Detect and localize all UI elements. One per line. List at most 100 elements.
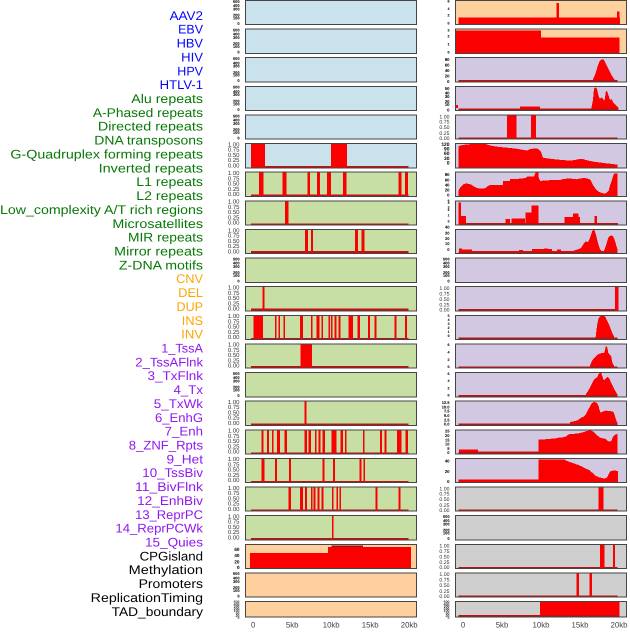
svg-text:300: 300 xyxy=(444,605,450,609)
svg-text:500: 500 xyxy=(233,85,240,90)
svg-text:AAV2: AAV2 xyxy=(170,9,203,23)
svg-text:400: 400 xyxy=(233,60,240,65)
svg-text:0.75: 0.75 xyxy=(228,233,240,240)
svg-text:3: 3 xyxy=(448,206,450,210)
svg-text:200: 200 xyxy=(233,270,240,275)
svg-text:20: 20 xyxy=(445,433,450,438)
svg-text:500: 500 xyxy=(443,256,450,261)
svg-text:Inverted repeats: Inverted repeats xyxy=(99,161,203,175)
svg-text:0.00: 0.00 xyxy=(228,220,240,227)
svg-text:500: 500 xyxy=(233,0,240,4)
svg-text:200: 200 xyxy=(233,98,240,103)
svg-text:30: 30 xyxy=(444,156,450,162)
svg-text:500: 500 xyxy=(233,56,240,61)
svg-text:400: 400 xyxy=(443,518,450,523)
svg-text:Microsatellites: Microsatellites xyxy=(112,217,203,231)
svg-text:1.00: 1.00 xyxy=(228,285,240,292)
svg-text:100: 100 xyxy=(233,273,240,278)
svg-text:14_ReprPCWk: 14_ReprPCWk xyxy=(115,522,203,536)
svg-text:100: 100 xyxy=(444,609,450,613)
svg-text:0.25: 0.25 xyxy=(228,529,240,536)
svg-text:15kb: 15kb xyxy=(362,621,380,630)
svg-text:500: 500 xyxy=(233,256,240,261)
svg-text:200: 200 xyxy=(233,13,240,18)
svg-text:1: 1 xyxy=(448,330,450,334)
svg-text:0: 0 xyxy=(448,219,450,223)
svg-text:2: 2 xyxy=(448,14,450,18)
svg-text:0.25: 0.25 xyxy=(228,329,240,336)
svg-text:3: 3 xyxy=(448,28,450,32)
svg-text:40: 40 xyxy=(445,459,450,464)
svg-text:0.00: 0.00 xyxy=(228,506,240,513)
svg-text:0: 0 xyxy=(447,247,450,252)
svg-text:400: 400 xyxy=(233,60,240,65)
svg-text:40: 40 xyxy=(445,224,450,229)
svg-text:2: 2 xyxy=(448,326,450,330)
svg-text:60: 60 xyxy=(445,177,450,182)
svg-text:0.25: 0.25 xyxy=(228,443,240,450)
svg-text:60: 60 xyxy=(445,62,450,67)
svg-text:20: 20 xyxy=(234,559,240,564)
svg-text:3: 3 xyxy=(448,322,450,326)
svg-text:1.00: 1.00 xyxy=(228,485,240,492)
svg-text:0.50: 0.50 xyxy=(228,524,240,531)
svg-text:5.0: 5.0 xyxy=(444,413,450,418)
svg-text:400: 400 xyxy=(233,3,240,8)
svg-text:300: 300 xyxy=(233,6,240,11)
svg-text:400: 400 xyxy=(233,375,240,380)
svg-text:200: 200 xyxy=(234,607,240,611)
svg-text:9_Het: 9_Het xyxy=(167,452,204,466)
svg-text:500: 500 xyxy=(233,371,240,376)
svg-text:1: 1 xyxy=(448,330,450,334)
svg-text:100: 100 xyxy=(443,273,450,278)
svg-text:300: 300 xyxy=(233,35,240,40)
svg-text:20: 20 xyxy=(234,559,240,564)
svg-text:0.00: 0.00 xyxy=(439,594,449,600)
svg-text:INS: INS xyxy=(182,314,203,328)
svg-text:6: 6 xyxy=(448,372,450,376)
svg-text:7_Enh: 7_Enh xyxy=(165,425,203,439)
svg-text:300: 300 xyxy=(443,522,450,527)
svg-text:DNA transposons: DNA transposons xyxy=(94,134,203,148)
svg-text:0.25: 0.25 xyxy=(439,303,449,309)
svg-text:200: 200 xyxy=(233,127,240,132)
svg-text:13_ReprPC: 13_ReprPC xyxy=(135,508,203,522)
svg-text:2_TssAFlnk: 2_TssAFlnk xyxy=(135,355,203,369)
svg-text:0: 0 xyxy=(237,279,239,284)
svg-text:0.75: 0.75 xyxy=(228,175,240,182)
svg-text:0.75: 0.75 xyxy=(439,492,449,498)
svg-text:500: 500 xyxy=(444,600,450,604)
svg-text:0: 0 xyxy=(447,161,450,167)
svg-text:1: 1 xyxy=(448,42,450,46)
svg-text:0: 0 xyxy=(448,394,450,398)
svg-text:2: 2 xyxy=(448,386,450,390)
svg-text:200: 200 xyxy=(233,385,240,390)
svg-text:0: 0 xyxy=(237,393,239,398)
svg-text:20: 20 xyxy=(445,236,450,241)
svg-text:1: 1 xyxy=(448,214,450,218)
svg-text:0.25: 0.25 xyxy=(228,157,240,164)
svg-text:300: 300 xyxy=(233,64,240,69)
svg-text:4: 4 xyxy=(448,351,450,355)
svg-text:0: 0 xyxy=(237,21,239,26)
svg-text:12.5: 12.5 xyxy=(442,400,451,405)
svg-text:0: 0 xyxy=(447,450,450,455)
svg-text:EBV: EBV xyxy=(178,23,203,37)
svg-text:60: 60 xyxy=(445,177,450,182)
svg-text:10kb: 10kb xyxy=(533,621,551,630)
svg-text:0.50: 0.50 xyxy=(228,295,240,302)
svg-text:50: 50 xyxy=(236,611,240,615)
svg-text:100: 100 xyxy=(233,15,240,20)
svg-text:0: 0 xyxy=(448,365,450,369)
svg-text:0.25: 0.25 xyxy=(439,589,449,595)
svg-text:400: 400 xyxy=(234,602,240,606)
svg-text:0: 0 xyxy=(447,279,449,284)
svg-text:10kb: 10kb xyxy=(323,621,341,630)
svg-text:1.00: 1.00 xyxy=(439,286,449,292)
svg-text:0.25: 0.25 xyxy=(228,214,240,221)
svg-text:L2 repeats: L2 repeats xyxy=(136,189,203,203)
svg-text:100: 100 xyxy=(233,15,240,20)
svg-text:Mirror repeats: Mirror repeats xyxy=(114,245,203,259)
svg-text:0: 0 xyxy=(447,247,450,252)
svg-text:8_ZNF_Rpts: 8_ZNF_Rpts xyxy=(129,439,203,453)
